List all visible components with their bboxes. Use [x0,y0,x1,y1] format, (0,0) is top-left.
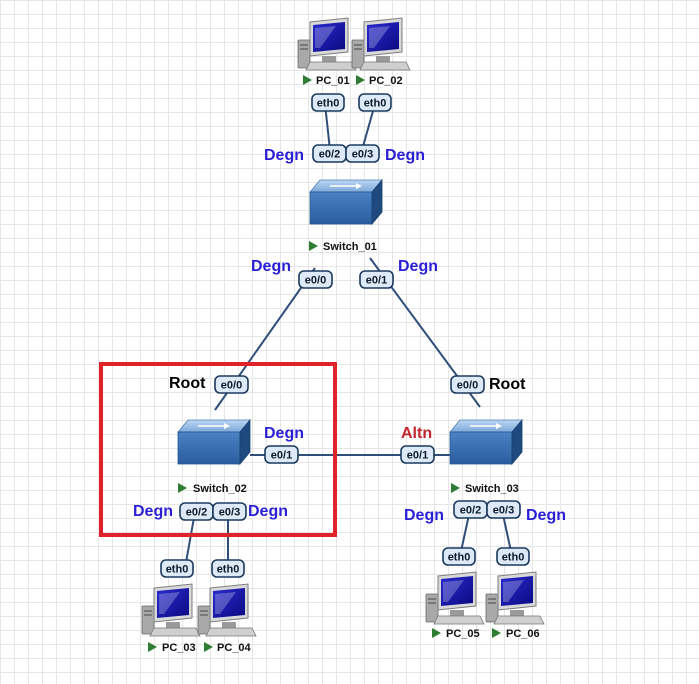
play-triangle-icon [204,642,213,652]
port-sw3-e0-3[interactable]: e0/3 [486,500,521,519]
port-pc01-eth0[interactable]: eth0 [311,93,345,112]
port-sw2-e0-0[interactable]: e0/0 [214,375,249,394]
pc-03[interactable] [141,583,201,637]
role-sw3-e0-3: Degn [526,507,566,524]
port-label: e0/3 [219,507,240,519]
port-pc05-eth0[interactable]: eth0 [442,547,476,566]
port-sw3-e0-2[interactable]: e0/2 [453,500,488,519]
role-sw3-e0-2: Degn [404,507,444,524]
play-triangle-icon [178,483,187,493]
pc-04[interactable] [197,583,257,637]
links [184,103,513,569]
port-pc04-eth0[interactable]: eth0 [211,559,245,578]
port-label: e0/0 [305,275,326,287]
port-label: e0/0 [457,380,478,392]
port-label: e0/3 [352,149,373,161]
port-label: e0/2 [186,507,207,519]
port-sw2-e0-3[interactable]: e0/3 [212,502,247,521]
role-sw2-e0-3: Degn [248,503,288,520]
switch-01-label: Switch_01 [323,241,377,253]
role-sw2-e0-0: Root [169,375,206,392]
port-pc02-eth0[interactable]: eth0 [358,93,392,112]
desktop-computer-icon [351,17,411,71]
highlight-box [99,362,337,537]
pc-03-label: PC_03 [162,642,196,654]
switch-03-label: Switch_03 [465,483,519,495]
switch-01[interactable] [309,179,383,225]
switch-02[interactable] [177,419,251,465]
port-sw3-e0-1[interactable]: e0/1 [400,445,435,464]
port-label: eth0 [448,552,471,564]
port-label: e0/2 [460,505,481,517]
pc-04-label: PC_04 [217,642,252,654]
desktop-computer-icon [485,571,545,625]
port-sw1-e0-3[interactable]: e0/3 [345,144,380,163]
role-sw2-e0-2: Degn [133,503,173,520]
port-sw3-e0-0[interactable]: e0/0 [450,375,485,394]
role-sw1-e0-3: Degn [385,147,425,164]
port-label: eth0 [166,564,189,576]
role-sw2-e0-1: Degn [264,425,304,442]
port-label: eth0 [217,564,240,576]
port-labels: eth0 eth0 e0/2 e0/3 e0/0 e0/1 e0/0 e0/1 [160,93,530,578]
network-switch-icon [177,419,251,465]
port-sw2-e0-2[interactable]: e0/2 [179,502,214,521]
port-sw1-e0-1[interactable]: e0/1 [359,270,394,289]
port-pc03-eth0[interactable]: eth0 [160,559,194,578]
play-triangle-icon [303,75,312,85]
pc-06-label: PC_06 [506,628,540,640]
port-label: e0/3 [493,505,514,517]
pc-02-label: PC_02 [369,75,403,87]
pc-01-label: PC_01 [316,75,350,87]
desktop-computer-icon [197,583,257,637]
role-sw1-e0-0: Degn [251,258,291,275]
desktop-computer-icon [425,571,485,625]
port-label: eth0 [364,98,387,110]
pc-02[interactable] [351,17,411,71]
switch-03[interactable] [449,419,523,465]
play-triangle-icon [148,642,157,652]
port-label: e0/1 [407,450,428,462]
port-label: e0/2 [319,149,340,161]
pc-05[interactable] [425,571,485,625]
port-label: e0/1 [271,450,292,462]
desktop-computer-icon [141,583,201,637]
link-sw2-pc03 [184,511,196,569]
play-triangle-icon [432,628,441,638]
port-label: eth0 [502,552,525,564]
role-sw1-e0-1: Degn [398,258,438,275]
pc-05-label: PC_05 [446,628,480,640]
port-label: e0/0 [221,380,242,392]
play-triangle-icon [309,241,318,251]
node-labels: PC_01 PC_02 Switch_01 Switch_02 Switch_0… [148,75,540,654]
role-sw3-e0-0: Root [489,376,526,393]
role-sw3-e0-1: Altn [401,425,432,442]
desktop-computer-icon [297,17,357,71]
pc-01[interactable] [297,17,357,71]
play-triangle-icon [356,75,365,85]
port-pc06-eth0[interactable]: eth0 [496,547,530,566]
network-switch-icon [309,179,383,225]
port-label: eth0 [317,98,340,110]
role-sw1-e0-2: Degn [264,147,304,164]
port-sw2-e0-1[interactable]: e0/1 [264,445,299,464]
play-triangle-icon [492,628,501,638]
network-switch-icon [449,419,523,465]
pc-06[interactable] [485,571,545,625]
port-label: e0/1 [366,275,387,287]
port-sw1-e0-2[interactable]: e0/2 [312,144,347,163]
port-sw1-e0-0[interactable]: e0/0 [298,270,333,289]
play-triangle-icon [451,483,460,493]
switch-02-label: Switch_02 [193,483,247,495]
stp-role-labels: Degn Degn Degn Degn Root Degn Degn Degn … [133,147,566,524]
